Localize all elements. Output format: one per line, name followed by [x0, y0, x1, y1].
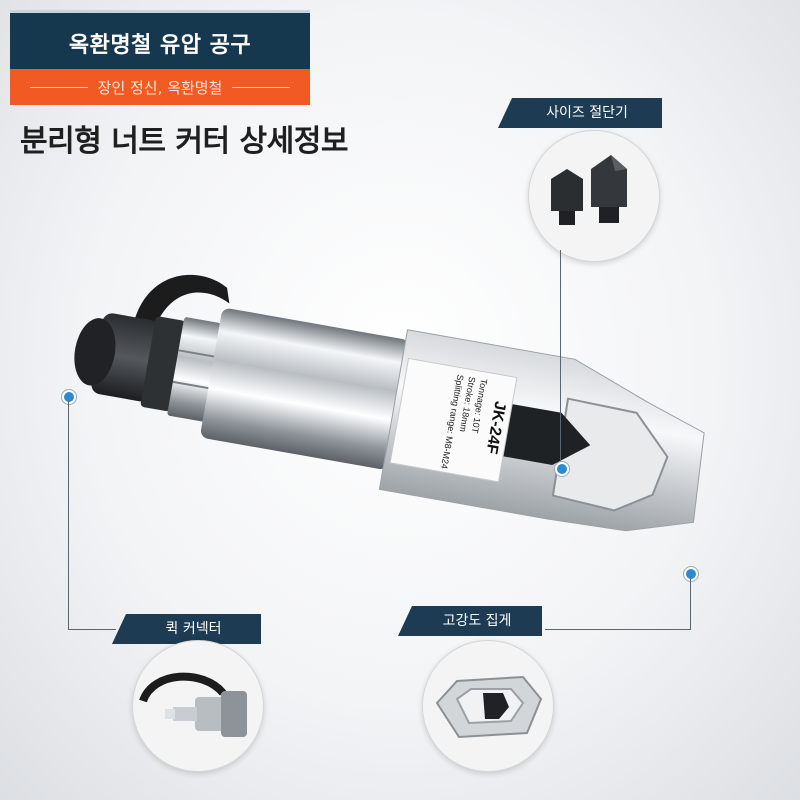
leader-line-clamp-h: [545, 629, 691, 630]
nut-opening: [551, 397, 669, 512]
callout-size-blade: 사이즈 절단기: [498, 98, 662, 128]
callout-notch: [112, 614, 126, 644]
connector-detail-circle: [132, 640, 264, 772]
clamp-detail-circle: [422, 640, 554, 772]
blade-pair-image: [551, 155, 627, 225]
leader-line-connector-h: [68, 629, 116, 630]
marker-dot-blade: [555, 462, 569, 476]
callout-high-strength-clamp-label: 고강도 집게: [442, 613, 512, 629]
leader-line-connector-v: [68, 400, 69, 630]
callout-quick-connector: 퀵 커넥터: [112, 614, 261, 644]
tool-body: JK-24F Tonnage: 10T Stroke: 18mm Splitti…: [74, 275, 705, 532]
callout-notch: [498, 98, 512, 128]
marker-dot-connector: [62, 390, 76, 404]
spec-label: [389, 357, 518, 483]
callout-high-strength-clamp: 고강도 집게: [398, 606, 542, 636]
clamp-image: [435, 675, 543, 739]
leader-line-clamp-v: [690, 577, 691, 630]
connector-image: [139, 672, 247, 737]
blade-detail-circle: [528, 130, 660, 262]
coupler-cap: [74, 318, 116, 386]
slogan-divider-left: [30, 87, 88, 88]
callout-size-blade-label: 사이즈 절단기: [546, 105, 628, 121]
page-title: 분리형 너트 커터 상세정보: [20, 124, 348, 159]
brand-header: 옥환명철 유압 공구 장인 정신, 옥환명철: [10, 10, 310, 105]
marker-dot-clamp: [684, 567, 698, 581]
brand-slogan: 장인 정신, 옥환명철: [97, 79, 223, 97]
hydraulic-cylinder: [200, 308, 409, 470]
brand-title: 옥환명철 유압 공구: [68, 33, 252, 58]
dust-cap-strap: [130, 275, 230, 351]
splitting-blade: [493, 402, 591, 465]
callout-notch: [398, 606, 412, 636]
callout-quick-connector-label: 퀵 커넥터: [165, 621, 222, 637]
leader-line-blade: [560, 250, 561, 465]
slogan-divider-right: [232, 87, 290, 88]
brand-slogan-band: 장인 정신, 옥환명철: [10, 69, 310, 105]
